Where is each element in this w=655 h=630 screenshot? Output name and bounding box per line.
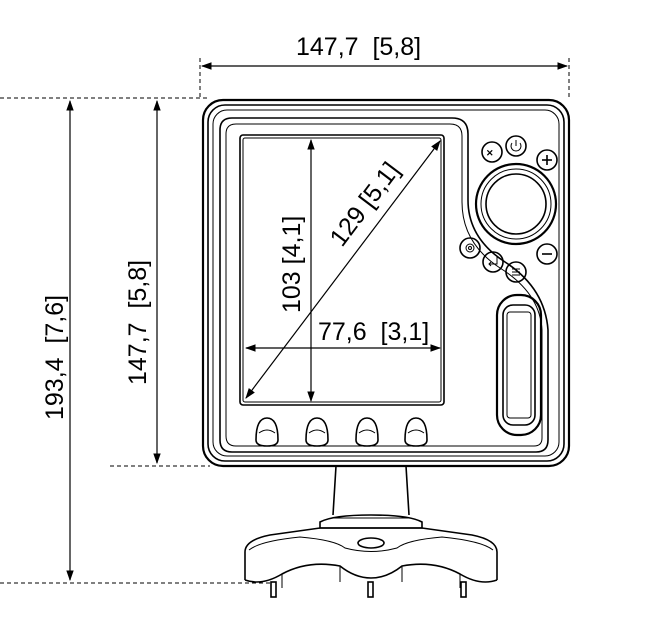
cursor-pad[interactable] [474,162,558,246]
settings-button[interactable] [459,237,481,259]
screen-height-label: 103 [4,1] [278,216,306,313]
enter-button[interactable] [482,251,504,273]
mark-button[interactable]: ✕ [481,141,503,163]
soft-key-1[interactable] [255,417,279,447]
power-button[interactable] [505,135,527,157]
screen-diagonal-arrow [245,140,441,399]
extension-lines [0,58,570,584]
screen [239,134,445,406]
overall-height-label: 193,4 [7,6] [41,295,69,420]
zoom-out-button[interactable] [536,243,558,265]
soft-key-3[interactable] [355,417,379,447]
zoom-in-icon [542,155,552,165]
screen-bezel [219,117,549,453]
screen-width-label: 77,6 [3,1] [318,318,429,346]
menu-icon [512,268,520,276]
card-slot[interactable] [495,293,543,437]
mark-icon: ✕ [486,148,494,158]
menu-button[interactable] [505,261,527,283]
mount-stem [319,465,423,529]
settings-icon [465,243,475,253]
mount-feet [270,581,467,598]
dimension-arrows [66,62,569,582]
zoom-in-button[interactable] [536,149,558,171]
soft-key-2[interactable] [305,417,329,447]
soft-keys [255,417,428,447]
power-icon [510,140,522,152]
overall-width-label: 147,7 [5,8] [296,33,421,61]
screen-diagonal-label: 129 [5,1] [324,157,405,252]
mount-base [244,527,498,588]
soft-key-4[interactable] [404,417,428,447]
unit-height-label: 147,7 [5,8] [124,260,152,385]
enter-icon [488,257,498,267]
device-body [201,98,571,468]
